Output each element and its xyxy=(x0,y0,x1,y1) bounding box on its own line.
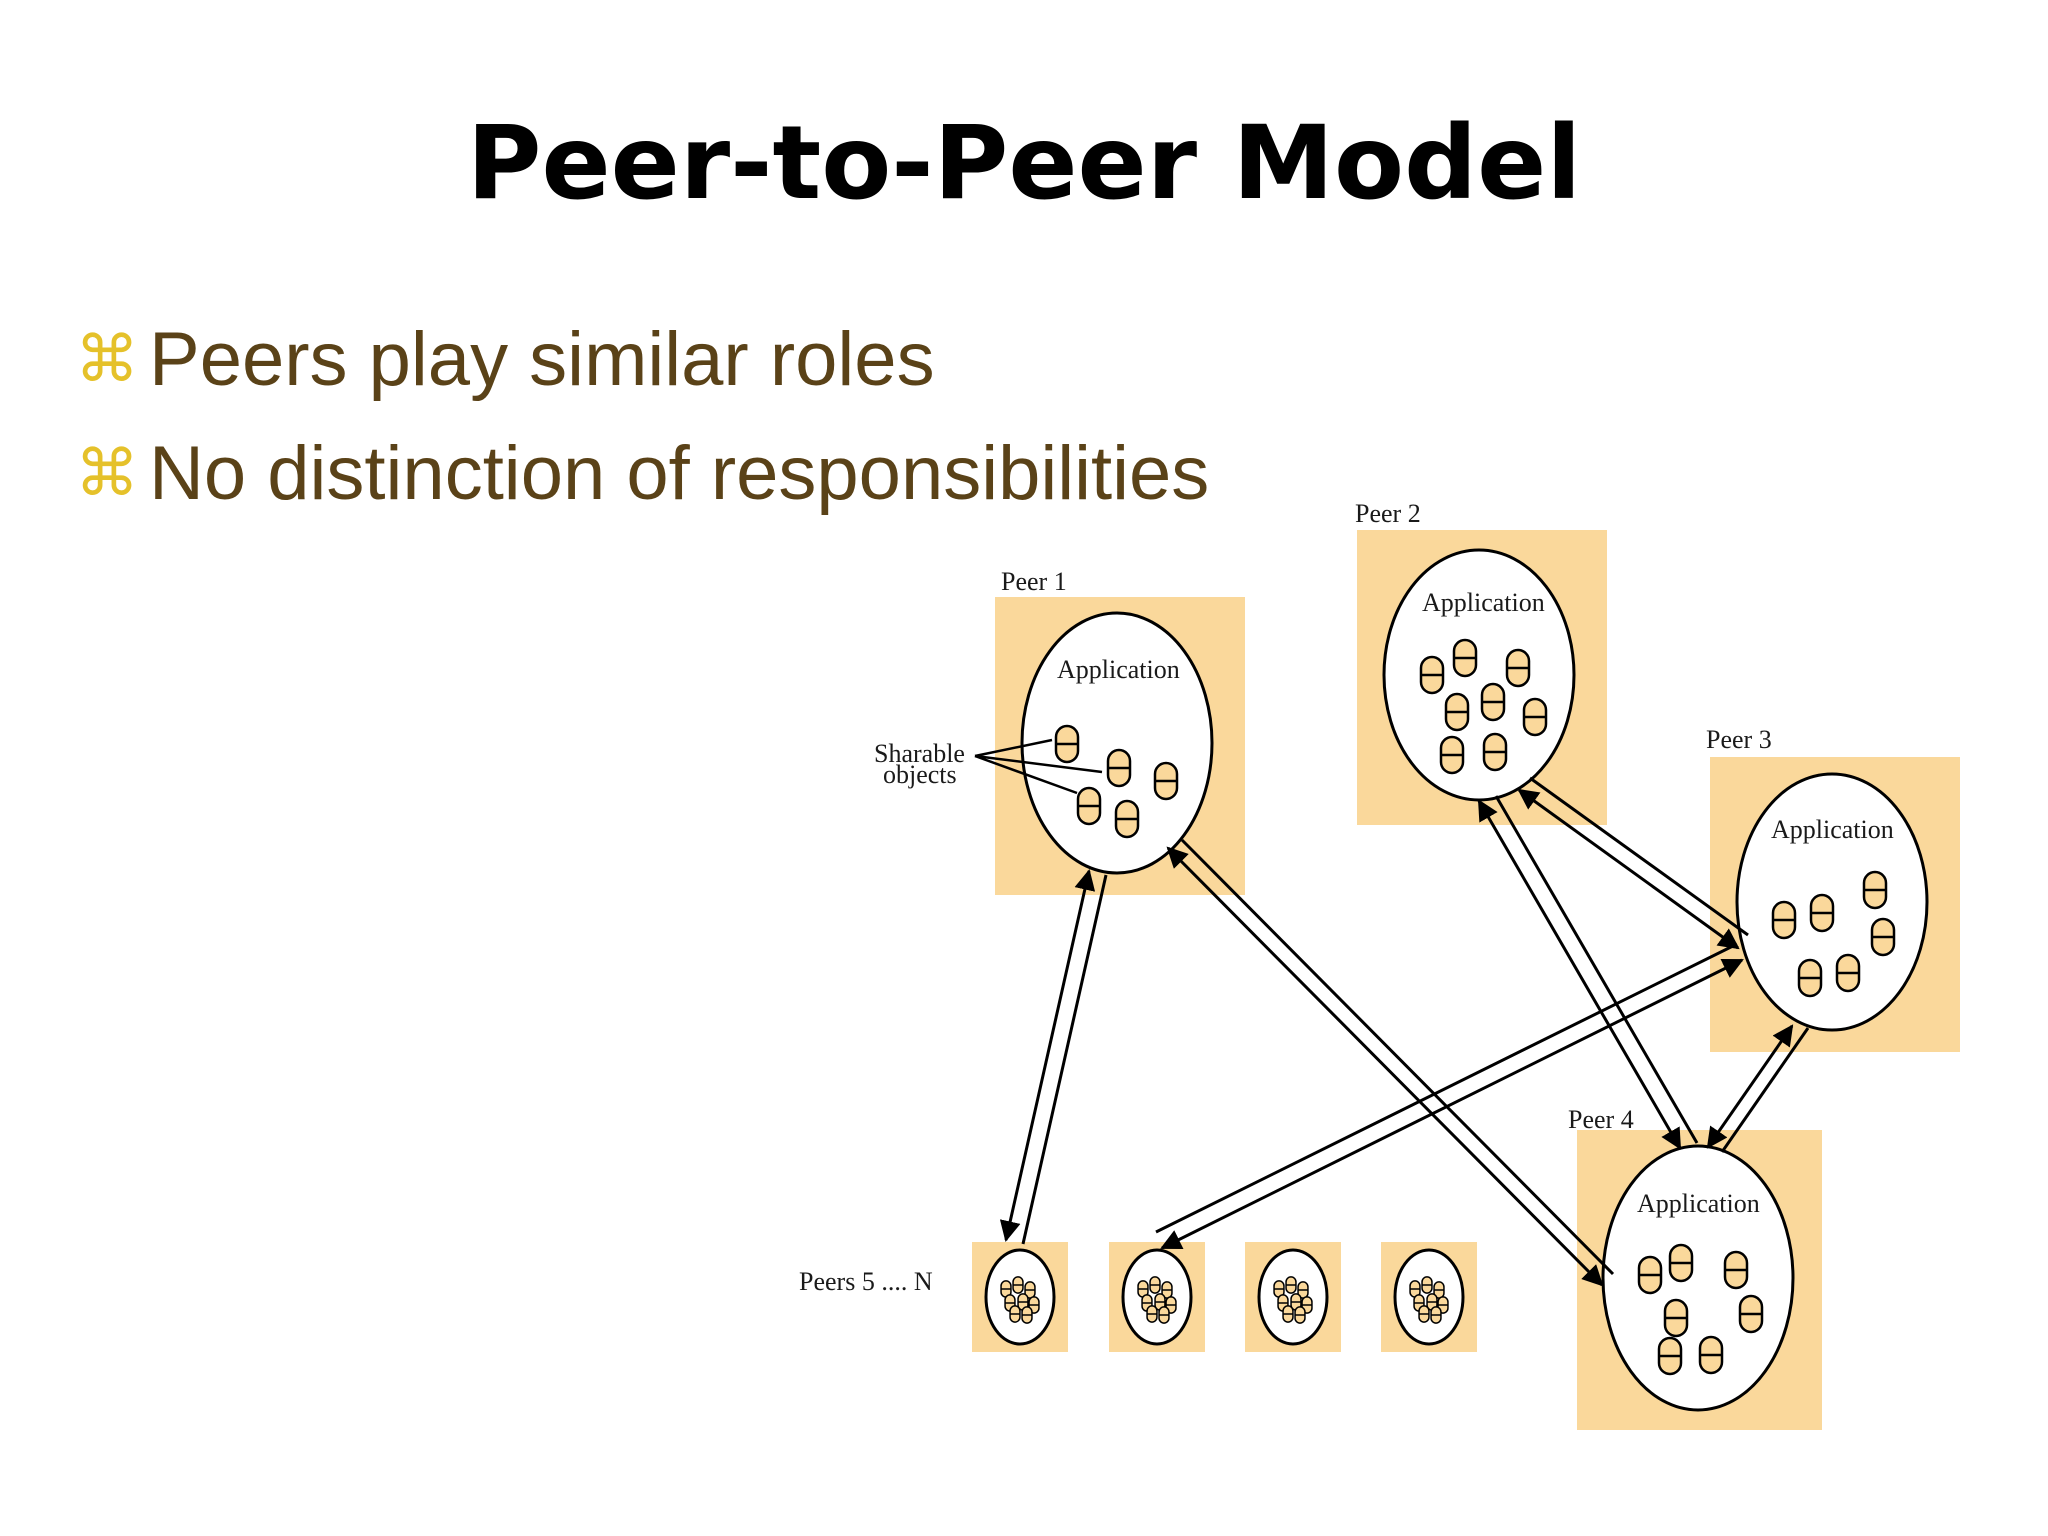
link-peer2-peer3 xyxy=(1529,776,1749,937)
sharable-object-icon xyxy=(1146,1305,1158,1323)
connections xyxy=(999,776,1810,1287)
sharable-object-icon xyxy=(1452,638,1478,678)
sharable-object-icon xyxy=(1153,761,1179,801)
sharable-object-icon xyxy=(1637,1255,1663,1295)
sharable-object-icon xyxy=(1668,1243,1694,1283)
sharable-object-icon xyxy=(1106,748,1132,788)
bullet-item: ⌘Peers play similar roles xyxy=(75,322,935,398)
sharable-pointer-line xyxy=(974,754,1103,774)
bullet-text: No distinction of responsibilities xyxy=(149,431,1210,516)
peer-3-label: Peer 3 xyxy=(1706,725,1772,754)
sharable-object-icon xyxy=(1012,1276,1024,1294)
sharable-object-icon xyxy=(1723,1250,1749,1290)
sharable-pointer-line xyxy=(974,738,1053,758)
sharable-object-icon xyxy=(1439,735,1465,775)
sharable-object-icon xyxy=(1149,1276,1161,1294)
sharable-objects-label-line1: Sharable xyxy=(874,739,965,768)
link-peer3-peersN xyxy=(1155,942,1738,1234)
sharable-object-icon xyxy=(1158,1306,1170,1324)
sharable-object-icon xyxy=(1771,900,1797,940)
sharable-object-icon xyxy=(1054,724,1080,764)
sharable-object-icon xyxy=(1505,648,1531,688)
peer-1-application-ellipse xyxy=(1020,611,1214,875)
bullet-item: ⌘No distinction of responsibilities xyxy=(75,436,1209,512)
sharable-objects xyxy=(1000,638,1896,1376)
sharable-object-icon xyxy=(1021,1306,1033,1324)
command-key-icon: ⌘ xyxy=(75,323,139,397)
sharable-object-icon xyxy=(1419,655,1445,695)
link-peer1-peer4 xyxy=(1166,846,1604,1287)
sharable-object-icon xyxy=(1114,799,1140,839)
sharable-object-icon xyxy=(1809,893,1835,933)
sharable-object-icon xyxy=(1430,1306,1442,1324)
sharable-object-icon xyxy=(1294,1306,1306,1324)
peer-3-application-label: Application xyxy=(1771,815,1894,844)
sharable-object-icon xyxy=(1009,1305,1021,1323)
command-key-icon: ⌘ xyxy=(75,437,139,511)
sharable-object-icon xyxy=(1835,953,1861,993)
link-peer1-peersN xyxy=(999,868,1096,1243)
sharable-object-icon xyxy=(1480,682,1506,722)
sharable-object-icon xyxy=(1418,1305,1430,1323)
sharable-object-icon xyxy=(1862,870,1888,910)
peer-1-label: Peer 1 xyxy=(1001,567,1067,596)
peer-2-label: Peer 2 xyxy=(1355,499,1421,528)
peer-1-application-label: Application xyxy=(1057,655,1180,684)
sharable-object-icon xyxy=(1870,917,1896,957)
sharable-object-icon xyxy=(1738,1294,1764,1334)
sharable-object-icon xyxy=(1444,692,1470,732)
sharable-pointer-line xyxy=(974,754,1078,795)
bullet-text: Peers play similar roles xyxy=(149,317,935,402)
sharable-object-icon xyxy=(1797,958,1823,998)
sharable-object-icon xyxy=(1522,697,1548,737)
link-peer2-peer4 xyxy=(1494,795,1699,1144)
sharable-object-icon xyxy=(1017,1293,1029,1311)
link-peer2-peer4 xyxy=(1477,799,1682,1150)
slide-title: Peer-to-Peer Model xyxy=(466,104,1582,223)
peer-4-application-label: Application xyxy=(1637,1189,1760,1218)
sharable-object-icon xyxy=(1663,1298,1689,1338)
sharable-object-icon xyxy=(1024,1281,1036,1299)
sharable-object-icon xyxy=(1657,1336,1683,1376)
peer-4-label: Peer 4 xyxy=(1568,1105,1634,1134)
sharable-object-icon xyxy=(1282,1305,1294,1323)
peer-2-application-label: Application xyxy=(1422,588,1545,617)
sharable-object-icon xyxy=(1698,1335,1724,1375)
sharable-object-icon xyxy=(1482,732,1508,772)
sharable-object-icon xyxy=(1076,786,1102,826)
link-peer1-peersN xyxy=(1021,874,1108,1245)
link-peer3-peersN xyxy=(1160,958,1744,1250)
sharable-object-icon xyxy=(1421,1276,1433,1294)
link-peer2-peer3 xyxy=(1517,788,1740,950)
peers-n-label: Peers 5 .... N xyxy=(799,1267,933,1296)
sharable-objects-label-line2: objects xyxy=(883,760,957,789)
peer-4-application-ellipse xyxy=(1601,1144,1795,1412)
sharable-object-icon xyxy=(1285,1276,1297,1294)
